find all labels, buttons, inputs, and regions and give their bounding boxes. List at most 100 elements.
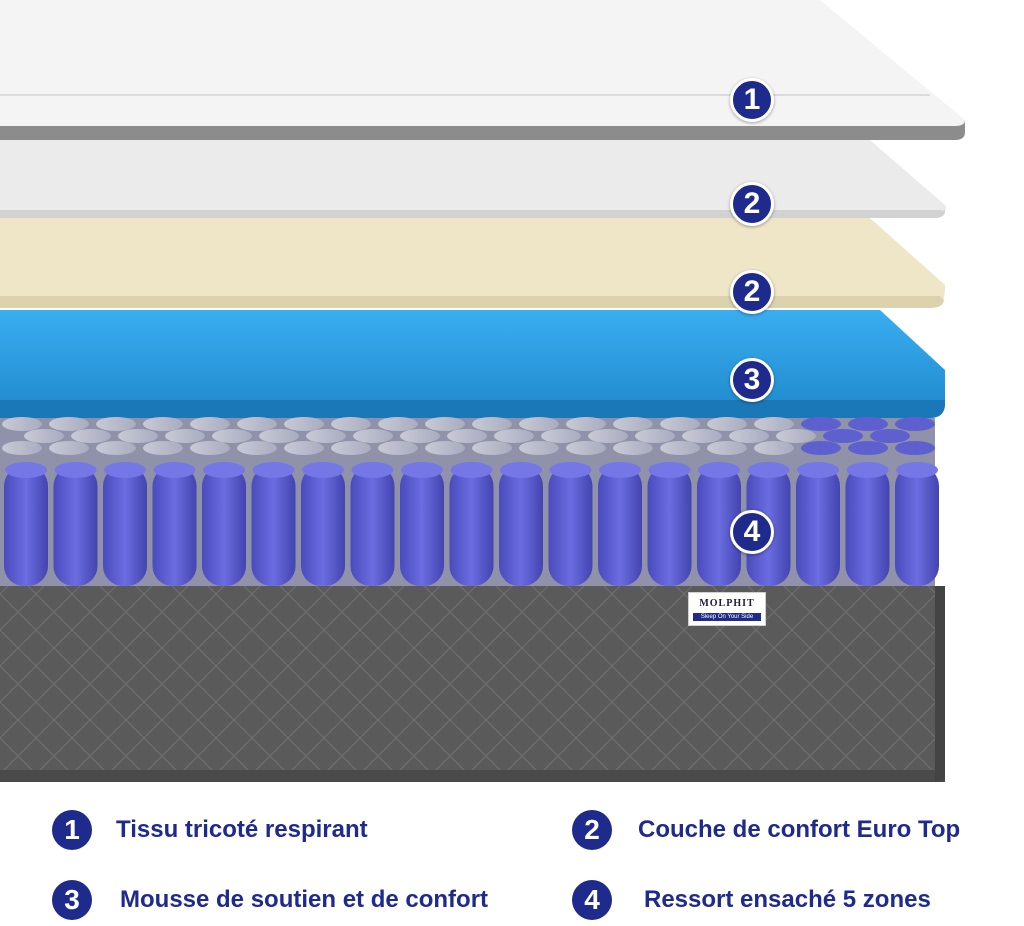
- legend-number-4: 4: [572, 880, 612, 920]
- spring-coil: [548, 466, 593, 586]
- spring-coil: [152, 466, 197, 586]
- layer-support-foam: [0, 310, 945, 418]
- brand-label: MOLPHIT Sleep On Your Side: [688, 592, 766, 626]
- spring-top: [96, 441, 136, 455]
- spring-top: [2, 441, 42, 455]
- spring-top: [190, 441, 230, 455]
- legend-text-2: Couche de confort Euro Top: [638, 816, 961, 843]
- spring-top: [472, 417, 512, 431]
- spring-coil: [499, 466, 543, 586]
- spring-top: [870, 429, 910, 443]
- spring-top: [635, 429, 675, 443]
- spring-top: [895, 417, 935, 431]
- spring-top: [378, 441, 418, 455]
- legend-item-2: 2 Couche de confort Euro Top: [572, 810, 960, 850]
- spring-top: [707, 441, 747, 455]
- spring-top: [519, 417, 559, 431]
- brand-name: MOLPHIT: [699, 598, 755, 609]
- spring-cap: [549, 462, 592, 478]
- spring-top: [425, 441, 465, 455]
- spring-top: [331, 417, 371, 431]
- spring-cap: [203, 462, 245, 478]
- spring-coil: [598, 466, 642, 586]
- spring-coil: [103, 466, 147, 586]
- spring-top: [801, 417, 841, 431]
- spring-cap: [896, 462, 938, 478]
- spring-top: [2, 417, 42, 431]
- layer-euro-top-foam: [0, 218, 946, 308]
- legend-number-2: 2: [572, 810, 612, 850]
- spring-cap: [846, 462, 889, 478]
- spring-cap: [648, 462, 691, 478]
- spring-top: [425, 417, 465, 431]
- spring-top: [118, 429, 158, 443]
- spring-coil: [697, 466, 741, 586]
- mattress-layers-svg: [0, 0, 965, 782]
- spring-top: [400, 429, 440, 443]
- spring-top: [776, 429, 816, 443]
- spring-cap: [302, 462, 344, 478]
- spring-top: [801, 441, 841, 455]
- spring-top: [494, 429, 534, 443]
- spring-top: [378, 417, 418, 431]
- spring-cap: [599, 462, 641, 478]
- spring-top: [190, 417, 230, 431]
- spring-cap: [351, 462, 394, 478]
- spring-coil: [895, 466, 939, 586]
- legend-text-4: Ressort ensaché 5 zones: [644, 886, 931, 913]
- spring-top: [143, 417, 183, 431]
- spring-top: [848, 417, 888, 431]
- layer-badge-2a: 2: [730, 182, 774, 226]
- spring-cap: [104, 462, 146, 478]
- mattress-illustration: 1 2 2 3 4 MOLPHIT Sleep On Your Side: [0, 0, 965, 782]
- spring-cap: [450, 462, 493, 478]
- spring-cap: [252, 462, 295, 478]
- spring-top: [71, 429, 111, 443]
- legend-number-1: 1: [52, 810, 92, 850]
- spring-cap: [698, 462, 740, 478]
- spring-top: [49, 417, 89, 431]
- spring-coil: [796, 466, 840, 586]
- spring-coil: [449, 466, 494, 586]
- spring-top: [237, 417, 277, 431]
- spring-cap: [54, 462, 97, 478]
- spring-coil: [647, 466, 692, 586]
- spring-cap: [401, 462, 443, 478]
- spring-cap: [5, 462, 47, 478]
- spring-coil: [301, 466, 345, 586]
- spring-coil: [202, 466, 246, 586]
- spring-top: [566, 417, 606, 431]
- spring-top: [212, 429, 252, 443]
- spring-top: [895, 441, 935, 455]
- legend-item-3: 3 Mousse de soutien et de confort: [52, 880, 488, 920]
- spring-cap: [500, 462, 542, 478]
- layer-badge-3: 3: [730, 358, 774, 402]
- spring-top: [754, 417, 794, 431]
- spring-top: [331, 441, 371, 455]
- spring-top: [613, 441, 653, 455]
- spring-top: [237, 441, 277, 455]
- spring-top: [613, 417, 653, 431]
- spring-cap: [747, 462, 790, 478]
- spring-cap: [797, 462, 839, 478]
- spring-coil: [350, 466, 395, 586]
- layer-badge-2b: 2: [730, 270, 774, 314]
- spring-top: [472, 441, 512, 455]
- spring-coil: [251, 466, 296, 586]
- spring-top: [848, 441, 888, 455]
- spring-top: [660, 441, 700, 455]
- spring-top: [519, 441, 559, 455]
- spring-coil: [845, 466, 890, 586]
- spring-top: [24, 429, 64, 443]
- spring-top: [660, 417, 700, 431]
- legend-item-4: 4 Ressort ensaché 5 zones: [572, 880, 931, 920]
- spring-top: [707, 417, 747, 431]
- brand-slogan: Sleep On Your Side: [693, 613, 761, 621]
- legend-text-3: Mousse de soutien et de confort: [120, 886, 489, 913]
- layer-euro-top-white: [0, 140, 946, 218]
- spring-top: [259, 429, 299, 443]
- layer-badge-1: 1: [730, 78, 774, 122]
- spring-top: [541, 429, 581, 443]
- spring-top: [49, 441, 89, 455]
- layer-knit-fabric: [0, 0, 965, 140]
